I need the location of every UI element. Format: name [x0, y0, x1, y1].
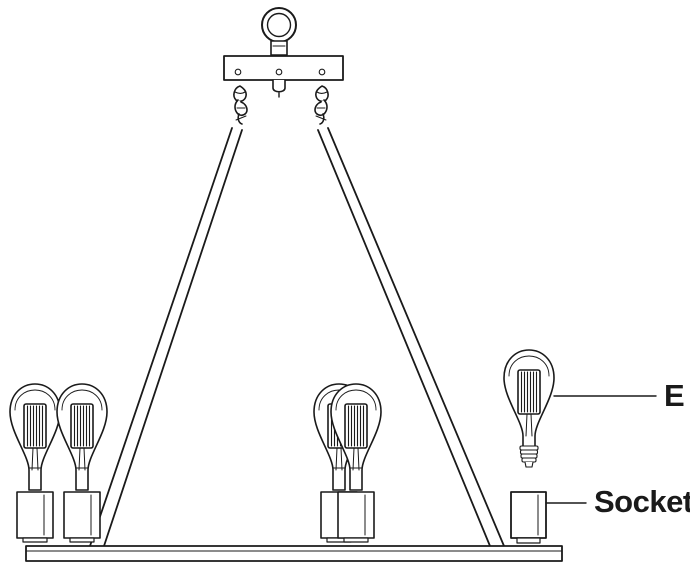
label-e: E: [664, 378, 685, 413]
edison-bulb-icon: [9, 383, 61, 491]
clip-left: [233, 85, 248, 125]
canopy-plate: [223, 55, 344, 98]
edison-bulb-icon: [56, 383, 108, 491]
support-rods: [89, 127, 505, 547]
clip-right: [314, 85, 329, 125]
label-socket: Socket: [594, 484, 690, 519]
mounting-ring: [261, 7, 297, 56]
bottom-frame: [25, 545, 563, 562]
socket-icon: [337, 491, 375, 543]
edison-bulb-e: [503, 349, 555, 468]
socket-icon: [63, 491, 101, 543]
socket-icon: [16, 491, 54, 543]
empty-socket: [510, 491, 547, 544]
bulb-assembly-1: [9, 383, 61, 543]
bulb-assembly-2: [56, 383, 108, 543]
